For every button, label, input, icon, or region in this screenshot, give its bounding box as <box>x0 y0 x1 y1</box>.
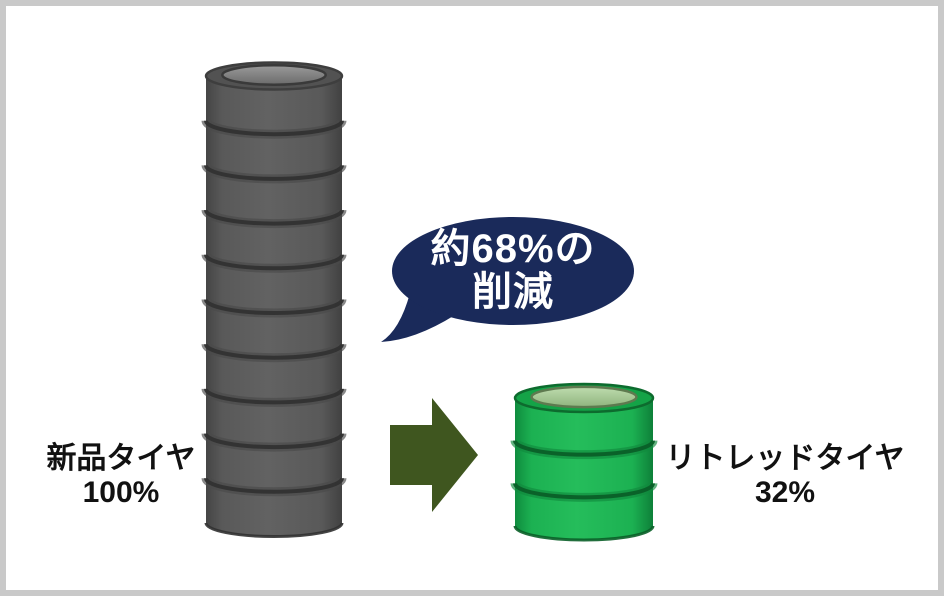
retread-tire-label: リトレッドタイヤ 32% <box>656 442 914 510</box>
reduction-annotation: 約68%の 削減 <box>392 228 634 314</box>
retread-tire-name: リトレッドタイヤ <box>665 442 905 475</box>
retread-tire-stack <box>510 382 658 542</box>
new-tire-label: 新品タイヤ 100% <box>18 442 224 510</box>
new-tire-value: 100% <box>82 476 160 509</box>
reduction-annotation-line1: 約68%の <box>430 227 596 271</box>
new-tire-stack <box>201 61 347 538</box>
reduction-annotation-line2: 削減 <box>472 270 554 314</box>
retread-tire-value: 32% <box>754 476 816 509</box>
speech-bubble-body <box>392 217 634 325</box>
right-arrow-icon <box>390 398 478 512</box>
speech-bubble-tail <box>381 293 455 342</box>
reduction-speech-bubble <box>381 217 634 342</box>
reduction-arrow <box>390 398 478 512</box>
new-tire-name: 新品タイヤ <box>46 442 196 475</box>
